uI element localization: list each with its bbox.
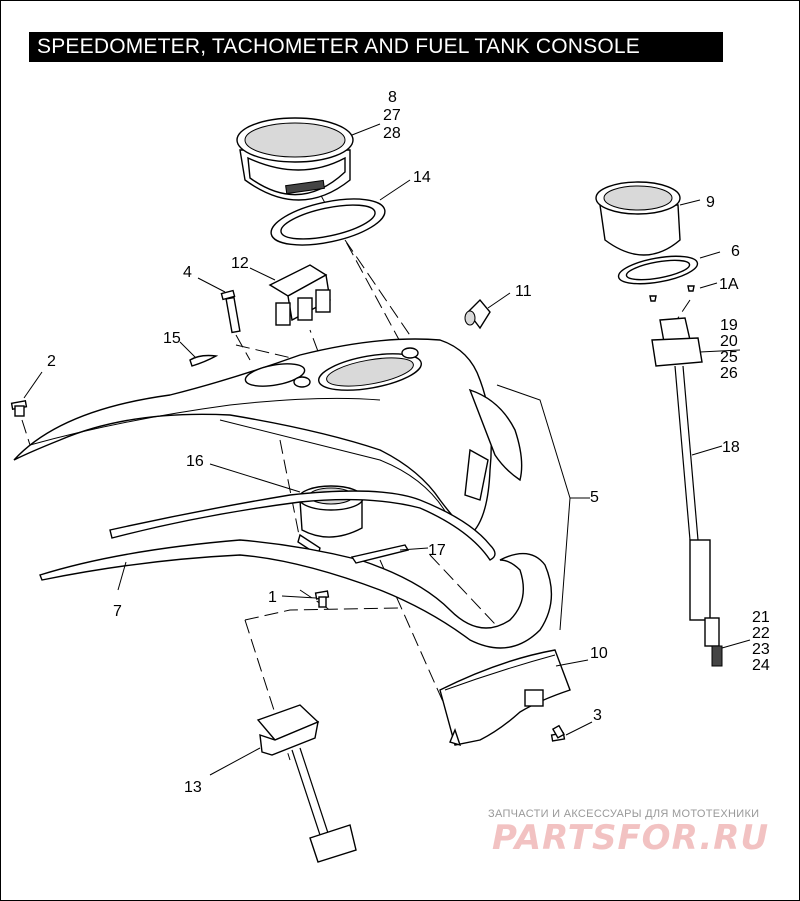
callout-9: 9	[706, 194, 715, 211]
callout-27: 27	[383, 107, 401, 124]
callout-8: 8	[388, 89, 397, 106]
clip	[189, 354, 219, 367]
callout-20: 20	[720, 333, 738, 350]
gauge-clip	[350, 544, 410, 564]
callout-25: 25	[720, 349, 738, 366]
bolt	[220, 289, 241, 334]
callout-14: 14	[413, 169, 431, 186]
callout-15: 15	[163, 330, 181, 347]
callout-7: 7	[113, 603, 122, 620]
leader-lines	[23, 123, 751, 776]
callout-2: 2	[47, 353, 56, 370]
callout-13: 13	[184, 779, 202, 796]
callout-3: 3	[593, 707, 602, 724]
tachometer-gasket	[617, 255, 699, 285]
callout-5: 5	[590, 489, 599, 506]
callout-21: 21	[752, 609, 770, 626]
callout-24: 24	[752, 657, 770, 674]
side-screw	[10, 400, 28, 417]
console-screw	[314, 590, 330, 608]
callout-11: 11	[515, 283, 532, 300]
watermark-logo: PARTSFOR.RU	[492, 818, 770, 858]
callout-10: 10	[590, 645, 608, 662]
callout-19: 19	[720, 317, 738, 334]
console-trim	[39, 490, 553, 649]
tach-screws	[649, 285, 695, 302]
callout-28: 28	[383, 125, 401, 142]
speedometer-gauge	[236, 117, 354, 201]
alignment-lines	[21, 189, 691, 761]
tachometer-gauge	[595, 181, 681, 256]
callout-17: 17	[428, 542, 446, 559]
callout-4: 4	[183, 264, 192, 281]
callout-12: 12	[231, 255, 249, 272]
fuel-level-sender	[256, 704, 357, 863]
fuel-tank-console	[13, 338, 523, 536]
bracket-screw	[550, 724, 566, 742]
gauge-mount-bracket	[439, 649, 571, 747]
callout-6: 6	[731, 243, 740, 260]
callout-23: 23	[752, 641, 770, 658]
callout-16: 16	[186, 453, 204, 470]
callout-labels: 8 27 28 14 9 6 1A 4 12 11 19 20 25 26 15…	[47, 89, 770, 796]
callout-18: 18	[722, 439, 740, 456]
page-title: SPEEDOMETER, TACHOMETER AND FUEL TANK CO…	[29, 32, 723, 62]
speedometer-gasket	[270, 198, 386, 246]
callout-22: 22	[752, 625, 770, 642]
grommet	[464, 298, 491, 330]
callout-26: 26	[720, 365, 738, 382]
watermark-tagline: ЗАПЧАСТИ И АКСЕССУАРЫ ДЛЯ МОТОТЕХНИКИ	[488, 808, 760, 820]
callout-1: 1	[268, 589, 277, 606]
wiring-harness	[651, 317, 723, 667]
callout-1A: 1A	[719, 276, 739, 293]
indicator-connector	[268, 264, 331, 326]
